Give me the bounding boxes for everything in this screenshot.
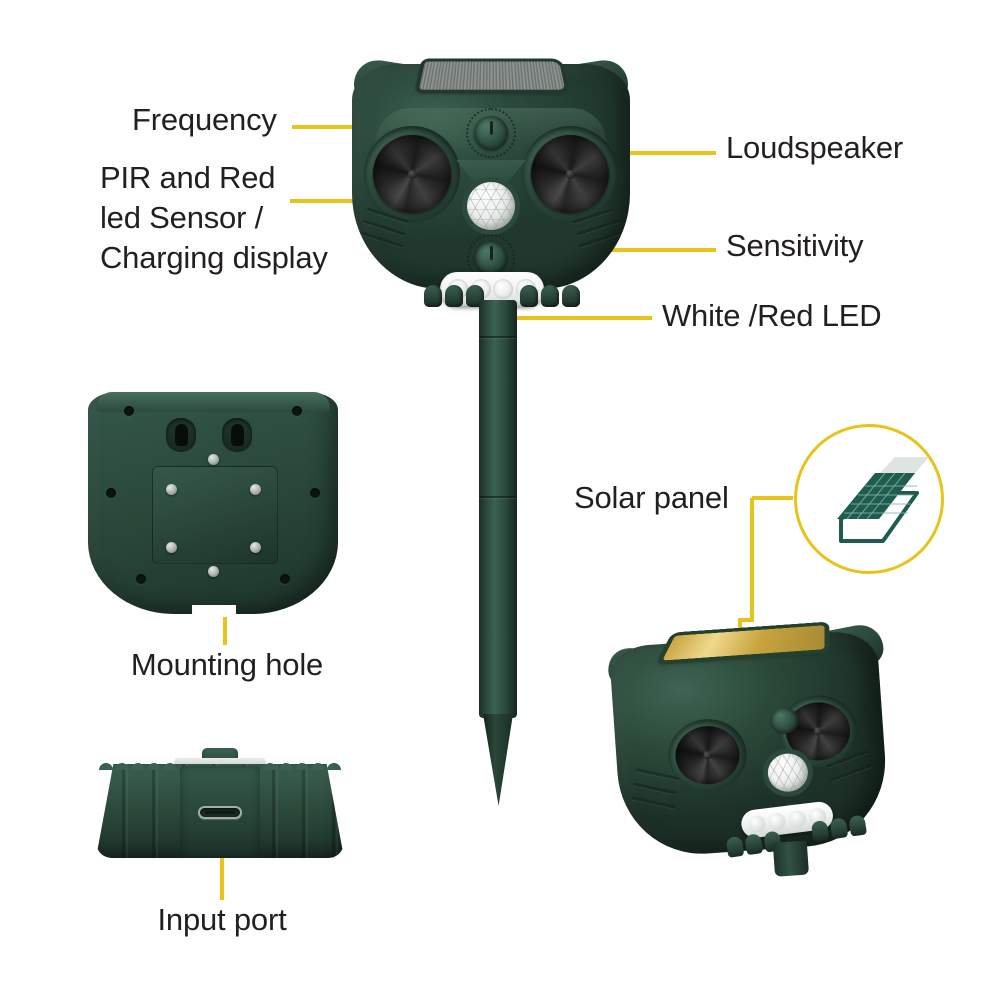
callout-label-sensitivity: Sensitivity: [726, 228, 864, 263]
callout-label-frequency: Frequency: [132, 102, 277, 137]
screw: [250, 542, 261, 553]
loudspeaker-cone-icon: [373, 135, 451, 213]
screw: [166, 542, 177, 553]
keyhole-mount-icon: [166, 418, 196, 452]
stake-segment-line: [479, 496, 517, 498]
claw-feet-left: [424, 285, 484, 307]
loudspeaker-cone-icon: [531, 135, 609, 213]
callout-label-white-red-led: White /Red LED: [662, 298, 882, 333]
angled-view-device: [599, 602, 907, 892]
toe: [744, 833, 764, 856]
device-body: [352, 64, 630, 306]
screw: [250, 484, 261, 495]
solar-panel-icon: [837, 457, 929, 543]
led-lamp-icon: [747, 814, 767, 833]
claw-feet-right: [520, 285, 580, 307]
screw: [208, 454, 219, 465]
toe: [810, 819, 830, 842]
screw: [208, 566, 219, 577]
dial-notch: [489, 246, 493, 260]
pir-sensor-dome-icon: [467, 182, 515, 230]
loudspeaker-right: [522, 126, 618, 222]
front-view-device: [352, 52, 630, 307]
loudspeaker-cone-icon: [673, 724, 742, 787]
mounting-hole: [106, 488, 116, 498]
side-vent: [578, 231, 622, 248]
loudspeaker-left: [666, 716, 749, 794]
solar-panel-icon: [418, 61, 566, 90]
base-input-port-view: [96, 748, 344, 862]
panel-cells: [837, 472, 917, 520]
ground-stake: [479, 300, 517, 806]
toe: [725, 835, 745, 858]
callout-label-mounting-hole: Mounting hole: [130, 647, 324, 682]
base-scallop-edge: [96, 758, 344, 770]
keyhole-mount-icon: [222, 418, 252, 452]
frequency-dial[interactable]: [474, 116, 508, 150]
pir-sensor-dome-icon: [766, 752, 810, 793]
led-lamp-icon: [767, 811, 787, 831]
toe: [424, 285, 442, 307]
side-vent: [360, 231, 404, 248]
toe: [562, 285, 580, 307]
screw: [166, 484, 177, 495]
back-plate-view: [88, 392, 338, 617]
mounting-hole: [280, 574, 290, 584]
back-plate-shell: [88, 392, 338, 617]
mounting-hole: [136, 574, 146, 584]
solar-panel-icon-badge: [794, 424, 944, 574]
stake-segment-line: [479, 336, 517, 338]
stake-mount-post: [772, 840, 810, 877]
stake-tip: [483, 714, 513, 806]
dial-notch: [489, 120, 493, 136]
led-lamp-icon: [493, 279, 514, 299]
led-lamp-icon: [787, 809, 807, 829]
mounting-hole: [310, 488, 320, 498]
sensitivity-dial[interactable]: [475, 242, 507, 274]
frequency-dial-ring: [466, 108, 516, 158]
mounting-hole: [292, 406, 302, 416]
toe: [541, 285, 559, 307]
toe: [445, 285, 463, 307]
usb-c-port-icon: [198, 806, 242, 819]
back-plate-top-bar: [96, 392, 330, 412]
callout-label-pir-sensor: PIR and Red led Sensor / Charging displa…: [100, 160, 328, 275]
callout-label-loudspeaker: Loudspeaker: [726, 130, 904, 165]
toe: [520, 285, 538, 307]
toe: [848, 814, 868, 837]
bottom-notch: [192, 605, 236, 617]
callout-label-solar-panel: Solar panel: [574, 480, 729, 515]
callout-label-input-port: Input port: [157, 902, 287, 937]
toe: [829, 817, 849, 840]
side-vent: [829, 763, 873, 782]
mounting-hole: [124, 406, 134, 416]
stake-shaft: [479, 300, 517, 718]
loudspeaker-left: [364, 126, 460, 222]
side-vent: [631, 796, 676, 809]
side-vent: [632, 782, 677, 795]
